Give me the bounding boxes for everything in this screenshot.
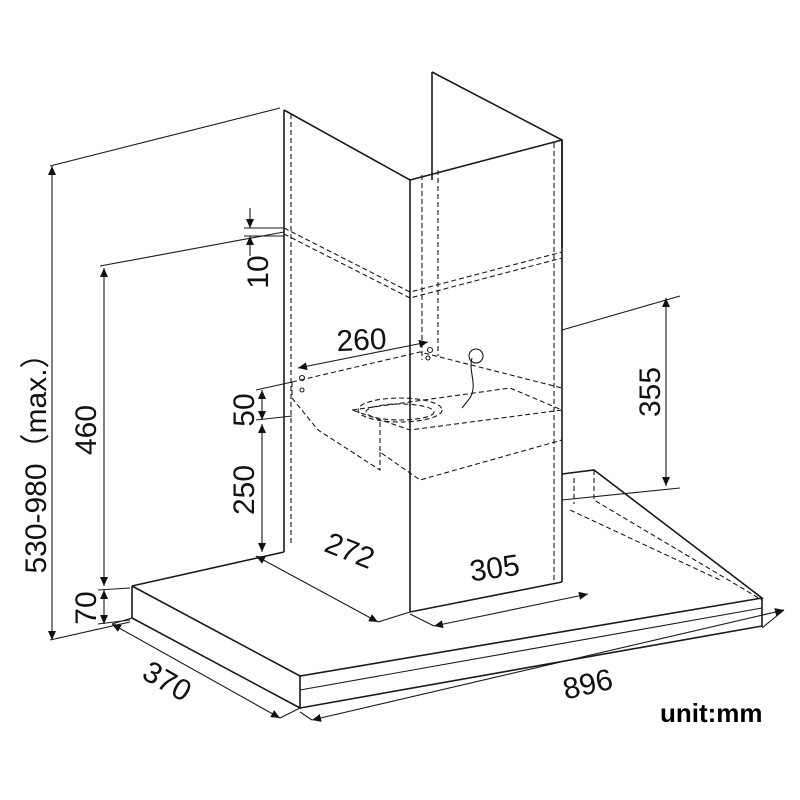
dim-width — [299, 608, 785, 722]
canopy-thickness-label: 70 — [70, 591, 103, 624]
total-height-label: 530-980（max.） — [20, 338, 53, 573]
chimney-joint — [283, 227, 563, 299]
lower-height-label: 250 — [228, 465, 261, 515]
dim-chimney-depth — [255, 555, 411, 623]
bracket-width-label: 260 — [336, 323, 388, 359]
dim-gap-top — [244, 208, 284, 256]
unit-label: unit:mm — [660, 698, 763, 728]
right-height-label: 355 — [634, 367, 667, 417]
bracket-offset-label: 50 — [228, 393, 261, 426]
dim-chimney-width — [409, 591, 589, 629]
canopy — [131, 469, 764, 710]
gap-top-label: 10 — [242, 255, 275, 288]
chimney-depth-label: 272 — [320, 527, 379, 576]
chimney-height-label: 460 — [70, 405, 103, 455]
upper-chimney — [283, 71, 563, 612]
motor-housing — [291, 346, 565, 481]
depth-label: 370 — [137, 655, 197, 709]
chimney-width-label: 305 — [468, 549, 522, 589]
dim-bracket-width — [297, 339, 429, 371]
width-label: 896 — [560, 663, 616, 706]
dim-bracket-offset — [255, 381, 293, 421]
dim-right-height — [561, 295, 681, 501]
dim-depth — [111, 617, 301, 719]
